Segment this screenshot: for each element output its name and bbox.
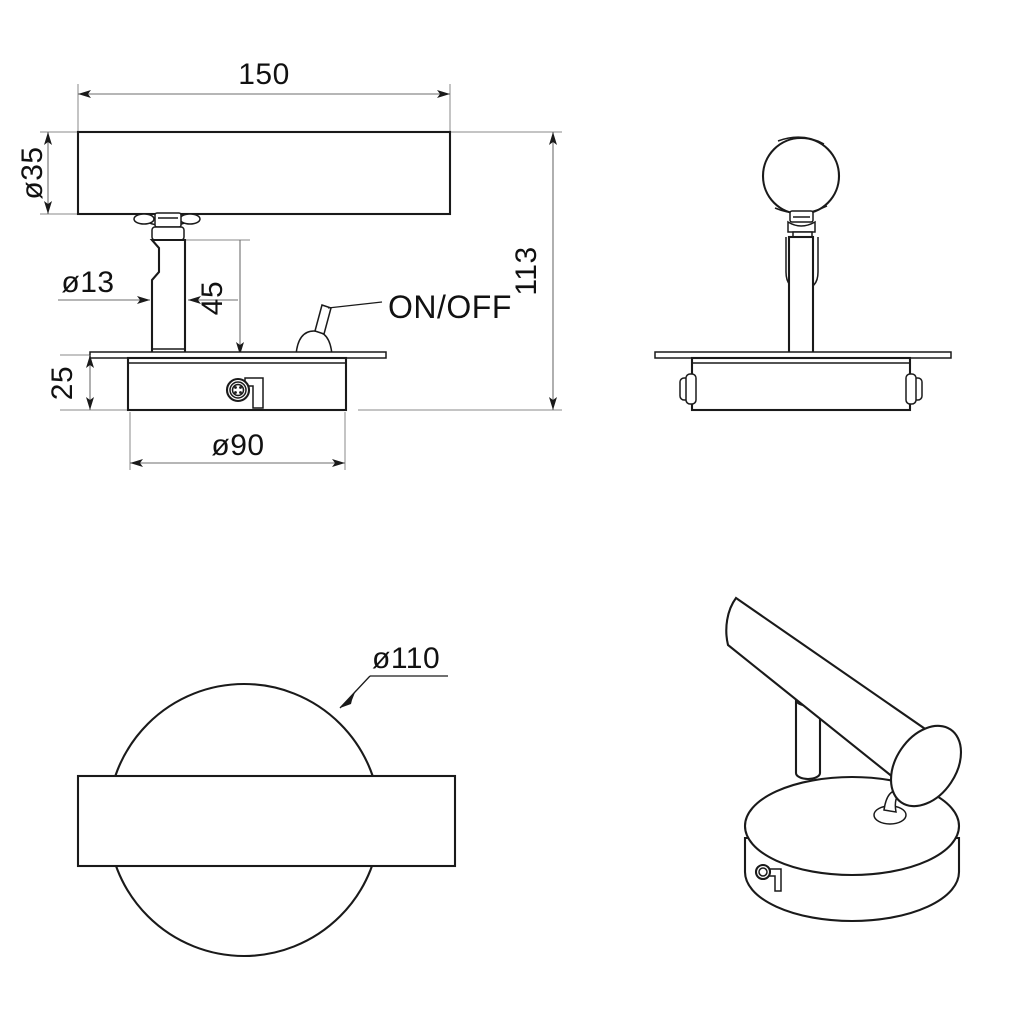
swivel-joint	[133, 212, 201, 241]
dimension-dia-35: ø35	[16, 132, 52, 214]
side-swivel-joint	[787, 210, 816, 233]
switch-callout-text: ON/OFF	[388, 289, 512, 325]
switch-callout: ON/OFF	[327, 289, 512, 325]
dimension-113: 113	[510, 132, 557, 410]
dimension-dia-13-text: ø13	[61, 266, 114, 299]
dimension-dia-35-text: ø35	[16, 146, 49, 199]
side-base-housing	[690, 356, 912, 412]
side-screw-left	[679, 373, 697, 405]
dimension-113-text: 113	[510, 246, 543, 295]
dimension-25-text: 25	[46, 366, 79, 400]
lamp-body	[76, 130, 452, 216]
front-elevation-view: 150 ø35 ø13	[16, 58, 562, 470]
dimension-45-text: 45	[196, 281, 229, 315]
iso-base-screw	[754, 863, 782, 892]
dimension-dia-90: ø90	[130, 429, 345, 467]
dimension-150-text: 150	[238, 58, 290, 91]
dimension-45: 45	[188, 240, 244, 355]
side-screw-right	[905, 373, 923, 405]
plate-callout-text: ø110	[372, 642, 440, 675]
dimension-dia-13: ø13	[58, 266, 150, 304]
dimension-25: 25	[46, 355, 94, 410]
iso-lamp-tube	[725, 596, 963, 808]
dimension-150: 150	[78, 58, 450, 98]
lamp-head-end	[761, 136, 841, 216]
side-stem	[787, 235, 815, 357]
plan-lamp-body	[76, 774, 457, 868]
stem-arm	[149, 238, 187, 357]
dimension-dia-90-text: ø90	[211, 429, 264, 462]
plate-callout: ø110	[339, 642, 448, 709]
plan-top-view: ø110	[76, 642, 457, 958]
base-screw	[225, 377, 264, 409]
side-elevation-view	[654, 136, 952, 412]
toggle-switch[interactable]	[295, 304, 333, 356]
isometric-view	[725, 596, 963, 923]
